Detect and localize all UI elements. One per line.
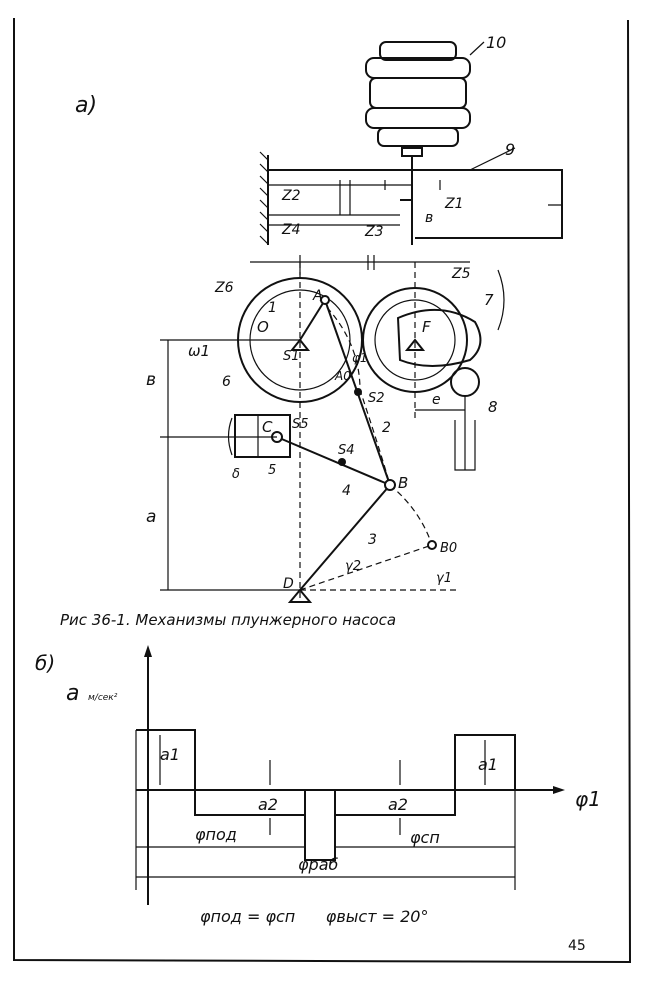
point-c-label: C: [262, 418, 273, 436]
e-label: e: [432, 392, 441, 408]
phi1-label: φ1: [352, 351, 368, 365]
z4-label: Z4: [281, 222, 301, 238]
a2-left-label: a2: [258, 795, 278, 814]
point-d-label: D: [283, 576, 294, 592]
point-a-label: A: [312, 288, 323, 304]
shaft-b-label: в: [425, 210, 433, 226]
a1-left-label: a1: [160, 745, 180, 764]
b0-label: B0: [440, 541, 457, 556]
part-a-label: а): [75, 93, 97, 118]
dim-a-label: а: [146, 507, 156, 527]
s5-label: S5: [292, 417, 309, 432]
link3-label: 3: [368, 532, 377, 548]
link-4: [276, 436, 391, 486]
y-axis-unit: м/сек²: [88, 693, 118, 703]
part5-label: 5: [268, 463, 276, 478]
z3-label: Z3: [364, 224, 384, 240]
gearbox-label: 9: [505, 140, 515, 159]
link2-label: 2: [382, 420, 391, 436]
z1-label: Z1: [444, 196, 464, 212]
acceleration-graph: [135, 645, 565, 905]
s1-label: S1: [283, 349, 300, 364]
a2-right-label: a2: [388, 795, 408, 814]
gamma2-label: γ2: [345, 559, 361, 574]
figure-caption: Рис 36-1. Механизмы плунжерного насоса: [60, 611, 396, 629]
point-o-label: O: [257, 318, 269, 336]
phi-rab-label: φраб: [298, 855, 339, 874]
phi-sp-label: φсп: [410, 828, 440, 847]
motor-label: 10: [486, 33, 506, 52]
point-f-label: F: [422, 318, 431, 336]
z2-label: Z2: [281, 188, 301, 204]
omega-label: ω1: [188, 342, 210, 360]
dim-b-label: в: [146, 370, 156, 390]
cam-gear: [362, 287, 482, 393]
x-axis-label: φ1: [575, 787, 601, 811]
z5-label: Z5: [451, 266, 471, 282]
link-3: [299, 484, 391, 591]
page-number: 45: [568, 938, 586, 954]
formula: φпод = φсп φвыст = 20°: [200, 907, 428, 926]
plunger-5: [234, 414, 291, 458]
cam: [396, 309, 482, 367]
link-1: [299, 299, 326, 341]
pivot-d: [287, 588, 313, 603]
gearbox: [250, 151, 563, 275]
delta-label: δ: [232, 467, 240, 482]
s2-label: S2: [368, 391, 385, 406]
link4-label: 4: [342, 483, 351, 499]
cam-label: 7: [484, 291, 494, 309]
roller: [450, 367, 480, 397]
roller-label: 8: [488, 398, 498, 416]
y-axis-label: a: [66, 681, 79, 706]
s4-label: S4: [338, 443, 355, 458]
page-frame: [13, 18, 632, 964]
gamma1-label: γ1: [436, 571, 452, 586]
a1-right-label: a1: [478, 755, 498, 774]
part-b-label: б): [35, 651, 55, 675]
dimensions: [160, 339, 300, 591]
point-b-label: B: [398, 474, 408, 492]
part6-label: 6: [222, 374, 231, 390]
phi-pod-label: φпод: [195, 825, 237, 844]
z6-label: Z6: [214, 280, 234, 296]
motor: [365, 41, 471, 157]
a0-label: A0: [334, 369, 351, 383]
link1-label: 1: [268, 300, 277, 316]
